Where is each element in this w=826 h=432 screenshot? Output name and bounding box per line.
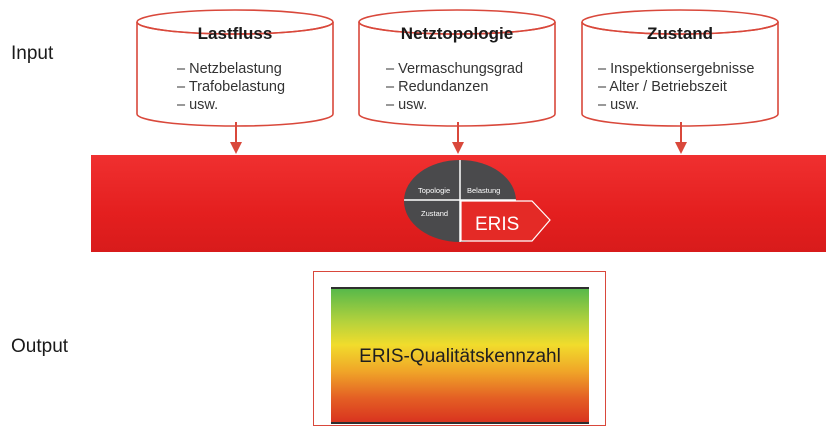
database-zustand: Zustand – Inspektionsergebnisse – Alter … xyxy=(580,8,780,128)
database-items: – Inspektionsergebnisse – Alter / Betrie… xyxy=(598,60,754,114)
eris-tag: ERIS xyxy=(475,214,520,235)
quadrant-belastung: Belastung xyxy=(467,186,501,195)
database-items: – Vermaschungsgrad – Redundanzen – usw. xyxy=(386,60,523,114)
list-item: – Alter / Betriebszeit xyxy=(598,79,727,95)
quality-gradient-box xyxy=(331,287,589,424)
database-lastfluss: Lastfluss – Netzbelastung – Trafobelastu… xyxy=(135,8,335,128)
output-label: Output xyxy=(11,336,69,357)
list-item: – usw. xyxy=(177,97,219,113)
list-item: – usw. xyxy=(598,97,640,113)
output-text: ERIS-Qualitätskennzahl xyxy=(359,346,561,367)
database-items: – Netzbelastung – Trafobelastung – usw. xyxy=(177,60,285,114)
cylinder-icon xyxy=(358,9,556,127)
list-item: – Inspektionsergebnisse xyxy=(598,61,755,77)
quadrant-topologie: Topologie xyxy=(418,186,451,195)
arrow-down-icon xyxy=(675,122,687,154)
arrow-down-icon xyxy=(230,122,242,154)
database-title: Netztopologie xyxy=(400,24,514,43)
quadrant-zustand: Zustand xyxy=(421,209,449,218)
list-item: – usw. xyxy=(386,97,428,113)
database-title: Zustand xyxy=(646,24,714,43)
database-netztopologie: Netztopologie – Vermaschungsgrad – Redun… xyxy=(357,8,557,128)
cylinder-icon xyxy=(581,9,779,127)
database-title: Lastfluss xyxy=(197,24,273,43)
eris-logo-graphic xyxy=(404,160,551,242)
list-item: – Netzbelastung xyxy=(177,61,282,77)
list-item: – Vermaschungsgrad xyxy=(386,61,524,77)
list-item: – Redundanzen xyxy=(386,79,489,95)
input-label: Input xyxy=(11,43,54,64)
cylinder-icon xyxy=(136,9,334,127)
list-item: – Trafobelastung xyxy=(177,79,286,95)
arrow-down-icon xyxy=(452,122,464,154)
